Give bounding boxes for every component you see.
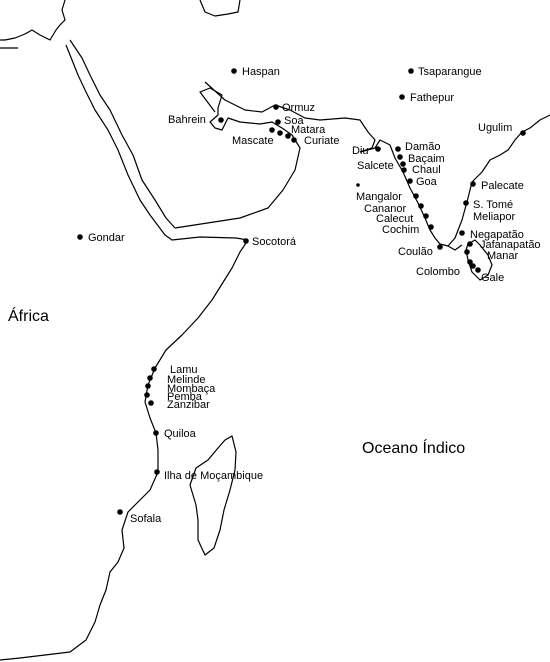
label-matara: Matara [291, 124, 326, 136]
curiate-marker [285, 133, 291, 139]
label-zanzibar: Zanzibar [167, 399, 210, 411]
lamu-marker [151, 366, 157, 372]
gale-marker [475, 267, 481, 273]
negapatao-marker [459, 230, 465, 236]
label-gale: Gale [481, 272, 504, 284]
label-melinde: Melinde [167, 374, 206, 386]
label-coulao: Coulão [398, 246, 433, 258]
persian-gulf-arabia [174, 87, 301, 229]
label-meliapor: Meliapor [473, 211, 516, 223]
label-mangalor: Mangalor [356, 191, 402, 203]
label-gondar: Gondar [88, 232, 125, 244]
india-west-coast [359, 114, 550, 247]
mangalor-marker [413, 193, 419, 199]
label-cochim: Cochim [382, 224, 419, 236]
label-ormuz: Ormuz [282, 102, 315, 114]
label-sofala: Sofala [130, 513, 162, 525]
label-manar: Manar [487, 250, 519, 262]
place-labels: Haspan Tsaparangue Fathepur Ormuz Soa Ba… [88, 66, 541, 525]
place-markers [77, 68, 526, 515]
label-colombo: Colombo [416, 266, 460, 278]
haspan-marker [231, 68, 237, 74]
label-damao: Damão [405, 141, 440, 153]
label-fathepur: Fathepur [410, 92, 454, 104]
persian-coast [204, 81, 376, 153]
label-curiate: Curiate [304, 135, 339, 147]
matara-marker [269, 127, 275, 133]
manar-marker [464, 249, 470, 255]
damao-marker [395, 146, 401, 152]
label-diu: Diu [352, 145, 369, 157]
cananor-marker [418, 203, 424, 209]
soa-marker [275, 119, 281, 125]
mascate-marker [277, 130, 283, 136]
label-bahrein: Bahrein [168, 114, 206, 126]
label-goa: Goa [416, 176, 438, 188]
zanzibar-marker [148, 400, 154, 406]
sofala-marker [117, 509, 123, 515]
label-soa: Soa [284, 115, 304, 127]
label-sao-tome: S. Tomé [473, 199, 513, 211]
cochim-marker [428, 224, 434, 230]
label-salcete: Salcete [357, 160, 394, 172]
mediterranean-coast [0, 0, 66, 41]
label-bacaim: Baçaim [408, 153, 445, 165]
bacaim-marker [397, 154, 403, 160]
label-indian-ocean: Oceano Índico [362, 438, 465, 457]
label-mocambique: Ilha de Moçambique [164, 470, 263, 482]
gondar-marker [77, 234, 83, 240]
label-lamu: Lamu [170, 364, 198, 376]
quiloa-marker [153, 430, 159, 436]
ormuz-marker [273, 104, 279, 110]
label-calecut: Calecut [376, 213, 413, 225]
fathepur-marker [399, 94, 405, 100]
label-chaul: Chaul [412, 164, 441, 176]
label-quiloa: Quiloa [164, 428, 197, 440]
ugulim-marker [520, 130, 526, 136]
mocambique-marker [154, 469, 160, 475]
label-tsaparangue: Tsaparangue [418, 66, 482, 78]
mombaca-marker [145, 383, 151, 389]
india-east-to-ceylon [447, 244, 463, 251]
ceylon-marker [467, 259, 473, 265]
palecate-marker [470, 181, 476, 187]
label-jafanapatao: Jafanapatão [480, 239, 541, 251]
colombo-marker [470, 263, 476, 269]
chaul-marker [401, 167, 407, 173]
sao-tome-marker [463, 200, 469, 206]
calecut-marker [423, 213, 429, 219]
label-negapatao: Negapatão [470, 229, 524, 241]
pemba-marker [144, 392, 150, 398]
madagascar [189, 435, 237, 556]
arabia-west-coast [69, 39, 176, 229]
melinde-marker [147, 375, 153, 381]
salcete-marker [400, 161, 406, 167]
label-haspan: Haspan [242, 66, 280, 78]
label-socotora: Socotorá [252, 236, 297, 248]
jafanapatao-marker [467, 241, 473, 247]
ceylon [465, 239, 493, 281]
diu-marker [375, 146, 381, 152]
tsaparangue-marker [408, 68, 414, 74]
anatolia-coast [199, 0, 241, 17]
unnamed-marker [356, 183, 360, 187]
label-africa: África [8, 306, 49, 325]
label-pemba: Pemba [167, 391, 203, 403]
label-mombaca: Mombaça [167, 383, 216, 395]
socotora-marker [243, 238, 249, 244]
east-africa-coast [0, 239, 249, 661]
bahrein-marker [218, 117, 224, 123]
coulao-marker [437, 244, 443, 250]
label-palecate: Palecate [481, 180, 524, 192]
label-cananor: Cananor [364, 203, 407, 215]
goa-marker [407, 178, 413, 184]
red-sea-west-coast [65, 44, 249, 241]
label-ugulim: Ugulim [478, 122, 512, 134]
label-mascate: Mascate [232, 135, 274, 147]
curiate-marker-2 [291, 137, 297, 143]
